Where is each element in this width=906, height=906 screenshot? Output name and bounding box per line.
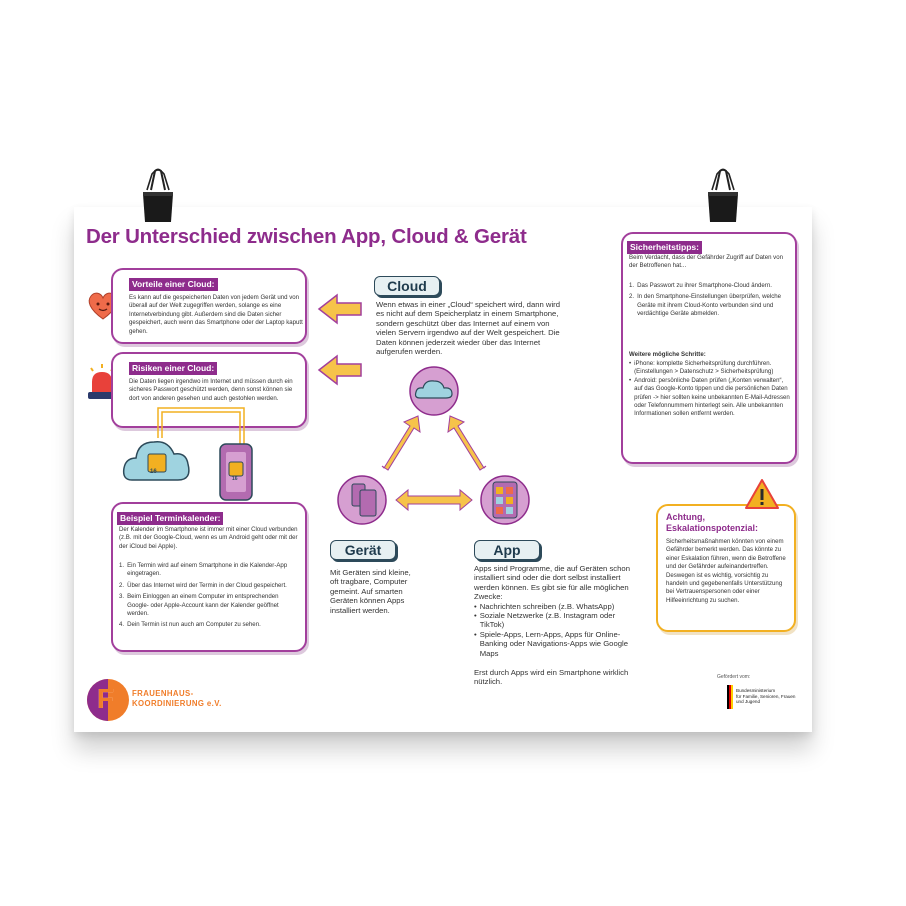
bullet-text: Nachrichten schreiben (z.B. WhatsApp) — [479, 601, 615, 611]
calendar-sync-illustration — [122, 407, 253, 501]
bullet-dot-icon: • — [474, 611, 477, 621]
tips-more-heading: Weitere mögliche Schritte: — [629, 351, 706, 358]
list-item-text: Ein Termin wird auf einem Smartphone in … — [127, 562, 288, 578]
warning-heading-line1: Achtung, — [666, 512, 705, 522]
cloud-risks-card: Risiken einer Cloud: Die Daten liegen ir… — [111, 352, 307, 428]
cloud-label: Cloud — [374, 276, 440, 296]
list-item: 1.Das Passwort zu ihrer Smartphone-Cloud… — [629, 282, 791, 290]
bullet-dot-icon: • — [629, 376, 632, 384]
funder-label: Gefördert vom: — [717, 674, 751, 680]
escalation-warning-card: Achtung, Eskalationspotenzial: Sicherhei… — [656, 504, 796, 632]
binder-clip-left-icon — [143, 168, 173, 222]
list-item: 3.Beim Einloggen an einem Computer im en… — [119, 593, 299, 618]
list-item-number: 2. — [119, 581, 125, 589]
list-item: 2.In den Smartphone-Einstellungen überpr… — [629, 293, 791, 318]
warning-triangle-icon — [745, 479, 779, 509]
device-label: Gerät — [330, 540, 396, 560]
list-item-text: Das Passwort zu ihrer Smartphone-Cloud ä… — [637, 282, 772, 289]
tips-steps-list: 1.Das Passwort zu ihrer Smartphone-Cloud… — [629, 282, 791, 322]
arrow-left-icon — [317, 354, 362, 386]
calendar-steps-list: 1.Ein Termin wird auf einem Smartphone i… — [119, 562, 299, 633]
german-flag-icon — [727, 685, 733, 709]
calendar-day-cloud: 16 — [150, 469, 157, 475]
bullet-text: iPhone: komplette Sicherheitsprüfung dur… — [634, 360, 774, 376]
tips-more-list: •iPhone: komplette Sicherheitsprüfung du… — [629, 360, 791, 419]
list-item: 1.Ein Termin wird auf einem Smartphone i… — [119, 562, 299, 579]
page-title: Der Unterschied zwischen App, Cloud & Ge… — [86, 225, 527, 248]
cloud-description: Wenn etwas in einer „Cloud“ speichert wi… — [376, 300, 561, 357]
arrow-left-icon — [317, 293, 362, 325]
bullet-item: •Spiele-Apps, Lern-Apps, Apps für Online… — [474, 630, 630, 658]
tips-intro: Beim Verdacht, dass der Gefährder Zugrif… — [629, 254, 784, 270]
logo-line2: KOORDINIERUNG e.V. — [132, 699, 222, 708]
funder-line1: Bundesministerium — [736, 688, 776, 693]
list-item-number: 1. — [629, 282, 635, 289]
list-item-text: Beim Einloggen an einem Computer im ents… — [127, 593, 279, 618]
frauenhaus-logo-icon — [87, 679, 129, 721]
bullet-dot-icon: • — [629, 360, 632, 367]
bullet-item: •Nachrichten schreiben (z.B. WhatsApp) — [474, 602, 630, 611]
bullet-dot-icon: • — [474, 601, 477, 611]
list-item-text: Über das Internet wird der Termin in der… — [127, 581, 287, 589]
list-item-number: 3. — [119, 593, 125, 601]
cloud-risks-heading: Risiken einer Cloud: — [129, 362, 218, 375]
list-item-text: In den Smartphone-Einstellungen überprüf… — [637, 293, 782, 318]
security-tips-card: Sicherheitstipps: Beim Verdacht, dass de… — [621, 232, 797, 464]
cloud-pros-card: Vorteile einer Cloud: Es kann auf die ge… — [111, 268, 307, 344]
app-cloud-device-diagram — [337, 366, 530, 525]
logo-line1: FRAUENHAUS- — [132, 689, 194, 698]
list-item-number: 1. — [119, 562, 125, 569]
calendar-example-card: Beispiel Terminkalender: Der Kalender im… — [111, 502, 307, 652]
app-description: Apps sind Programme, die auf Geräten sch… — [474, 564, 630, 687]
list-item: 2.Über das Internet wird der Termin in d… — [119, 582, 299, 590]
bullet-item: •Soziale Netzwerke (z.B. Instagram oder … — [474, 611, 630, 630]
app-label: App — [474, 540, 540, 560]
app-intro: Apps sind Programme, die auf Geräten sch… — [474, 564, 630, 602]
cloud-pros-heading: Vorteile einer Cloud: — [129, 278, 218, 291]
logo-letter: F — [97, 683, 115, 714]
app-bullets-list: •Nachrichten schreiben (z.B. WhatsApp)•S… — [474, 602, 630, 658]
bullet-text: Spiele-Apps, Lern-Apps, Apps für Online-… — [479, 629, 628, 658]
binder-clip-right-icon — [708, 168, 738, 222]
calendar-intro: Der Kalender im Smartphone ist immer mit… — [119, 526, 298, 550]
cloud-pros-text: Es kann auf die gespeicherten Daten von … — [129, 294, 303, 335]
bullet-text: Soziale Netzwerke (z.B. Instagram oder T… — [479, 611, 616, 630]
tips-heading: Sicherheitstipps: — [627, 241, 702, 254]
list-item-number: 2. — [629, 293, 635, 301]
list-item-text: Dein Termin ist nun auch am Computer zu … — [127, 621, 261, 629]
calendar-heading: Beispiel Terminkalender: — [117, 512, 224, 525]
list-item-number: 4. — [119, 621, 125, 629]
list-item: 4.Dein Termin ist nun auch am Computer z… — [119, 621, 299, 629]
warning-text: Sicherheitsmaßnahmen könnten von einem G… — [666, 538, 786, 604]
funder-line2: für Familie, Senioren, Frauen — [736, 693, 796, 699]
warning-heading-line2: Eskalationspotenzial: — [666, 523, 759, 533]
funder-line3: und Jugend — [736, 699, 761, 705]
device-description: Mit Geräten sind kleine, oft tragbare, C… — [330, 568, 411, 615]
calendar-day-phone: 16 — [232, 476, 238, 482]
bullet-text: Android: persönliche Daten prüfen („Kont… — [634, 376, 790, 418]
app-outro: Erst durch Apps wird ein Smartphone wirk… — [474, 668, 629, 687]
bullet-dot-icon: • — [474, 629, 477, 639]
bullet-item: •iPhone: komplette Sicherheitsprüfung du… — [629, 360, 791, 377]
bullet-item: •Android: persönliche Daten prüfen („Kon… — [629, 377, 791, 419]
cloud-risks-text: Die Daten liegen irgendwo im Internet un… — [129, 378, 293, 402]
